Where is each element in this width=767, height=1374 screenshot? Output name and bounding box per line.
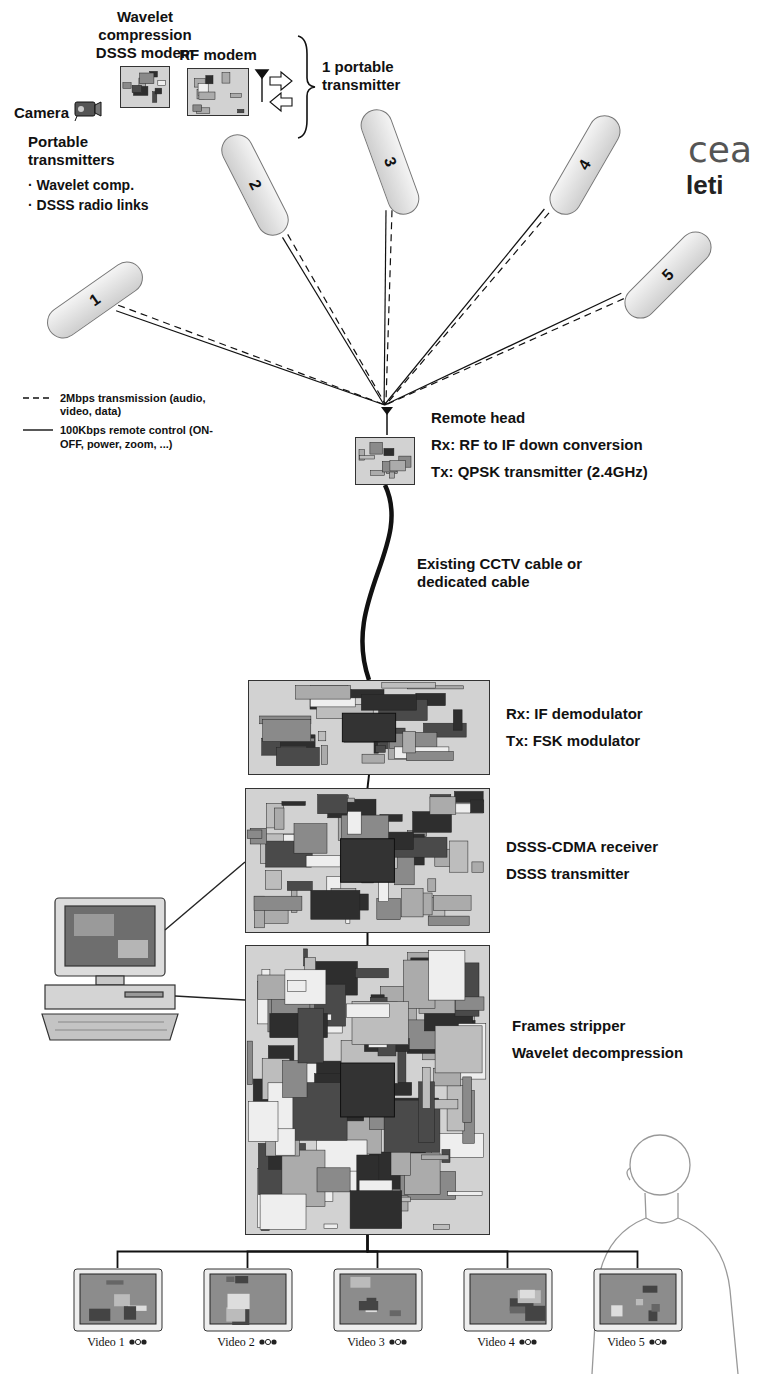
control-knobs [258, 1338, 278, 1346]
circuit-board [120, 66, 170, 108]
control-knobs [388, 1338, 408, 1346]
text: Tx: FSK modulator [506, 732, 643, 750]
text: Frames stripper [512, 1017, 683, 1035]
connector [118, 1235, 368, 1268]
connector [386, 210, 392, 405]
label-row: Video 5 [607, 1335, 668, 1349]
monitor-screen [333, 1268, 423, 1332]
computer [42, 898, 178, 1040]
text: DSSS-CDMA receiver [506, 838, 658, 856]
if-board: Rx: IF demodulatorTx: FSK modulator [248, 680, 643, 775]
antenna-symbol [256, 70, 268, 102]
operator-figure [592, 1135, 738, 1374]
legend-row: 2Mbps transmission (audio, video, data) [22, 392, 257, 418]
text: 3 [379, 155, 400, 170]
monitor-screen [73, 1268, 163, 1332]
group-label: Portable transmitters [28, 133, 132, 169]
circuit-board [245, 945, 490, 1235]
label-row: Video 4 [477, 1335, 538, 1349]
text-column: Rx: IF demodulatorTx: FSK modulator [506, 705, 643, 750]
connector [248, 1235, 368, 1268]
text: 100Kbps remote control (ON-OFF, power, z… [60, 424, 225, 450]
portable-transmitter: 2 [216, 129, 294, 242]
dsss-board: DSSS-CDMA receiverDSSS transmitter [245, 788, 658, 933]
decompression-board: Frames stripperWavelet decompression [245, 945, 683, 1235]
monitor-screen [593, 1268, 683, 1332]
text: Video 4 [477, 1335, 515, 1349]
connector [362, 485, 391, 680]
bullet-note: · Wavelet comp. [28, 177, 134, 194]
connector [288, 234, 386, 405]
video-monitor: Video 2 [200, 1268, 295, 1349]
legend-row: 100Kbps remote control (ON-OFF, power, z… [22, 424, 257, 450]
remote-head-board: Remote headRx: RF to IF down conversionT… [355, 405, 648, 485]
logo-text: cea [688, 128, 752, 171]
connector [118, 305, 385, 405]
text: 4 [574, 156, 595, 173]
control-knobs [648, 1338, 668, 1346]
text: Video 2 [217, 1335, 255, 1349]
portable-transmitter: 3 [356, 105, 424, 219]
control-knobs [518, 1338, 538, 1346]
text: Camera [14, 104, 69, 122]
legend-line-sample [22, 392, 54, 404]
label-row: Video 3 [347, 1335, 408, 1349]
connector [385, 293, 622, 405]
edge-label: Existing CCTV cable or dedicated cable [415, 554, 594, 592]
video-monitor: Video 1 [70, 1268, 165, 1349]
connector [384, 209, 544, 405]
portable-transmitter: 1 [41, 255, 149, 344]
circuit-board [187, 68, 249, 116]
text: 1 [86, 290, 104, 311]
connector [368, 775, 370, 788]
text: Wavelet decompression [512, 1044, 683, 1062]
camera: Camera [14, 96, 103, 122]
connector [384, 210, 386, 405]
text-column: DSSS-CDMA receiverDSSS transmitter [506, 838, 658, 883]
text: Video 1 [87, 1335, 125, 1349]
camera-icon [73, 96, 103, 122]
portable-transmitter: 4 [544, 109, 627, 220]
text: 5 [658, 265, 678, 285]
brace [298, 36, 315, 138]
logo-text: leti [686, 170, 724, 201]
text: Rx: RF to IF down conversion [431, 436, 648, 454]
video-monitor: Video 3 [330, 1268, 425, 1349]
link-arrows [270, 72, 292, 111]
rf-modem-board: RF modem [178, 46, 258, 116]
text-column: Frames stripperWavelet decompression [512, 945, 683, 1062]
legend-line-sample [22, 424, 54, 436]
video-monitor: Video 5 [590, 1268, 685, 1349]
text: DSSS transmitter [506, 865, 658, 883]
video-monitor: Video 4 [460, 1268, 555, 1349]
label-row: Video 2 [217, 1335, 278, 1349]
text: Tx: QPSK transmitter (2.4GHz) [431, 463, 648, 481]
text: 2 [244, 177, 265, 194]
connector [116, 311, 385, 405]
computer-wires [165, 862, 245, 1000]
text: Video 3 [347, 1335, 385, 1349]
control-knobs [128, 1338, 148, 1346]
text: Rx: IF demodulator [506, 705, 643, 723]
connector [283, 237, 385, 405]
circuit-board [355, 405, 415, 485]
text: Remote head [431, 409, 648, 427]
connector [367, 933, 369, 945]
connector [386, 213, 549, 405]
bullet-note: · DSSS radio links [28, 197, 149, 214]
portable-transmitter: 5 [618, 225, 718, 325]
circuit-board [248, 680, 490, 775]
circuit-board [245, 788, 490, 933]
label-row: Video 1 [87, 1335, 148, 1349]
group-label: 1 portable transmitter [322, 58, 434, 94]
legend: 2Mbps transmission (audio, video, data) 1… [22, 392, 257, 457]
connector [385, 299, 623, 405]
text: Video 5 [607, 1335, 645, 1349]
text: 2Mbps transmission (audio, video, data) [60, 392, 225, 418]
monitor-screen [463, 1268, 553, 1332]
text: RF modem [178, 46, 258, 64]
monitor-screen [203, 1268, 293, 1332]
text-column: Remote headRx: RF to IF down conversionT… [431, 409, 648, 481]
connector [368, 1235, 638, 1268]
